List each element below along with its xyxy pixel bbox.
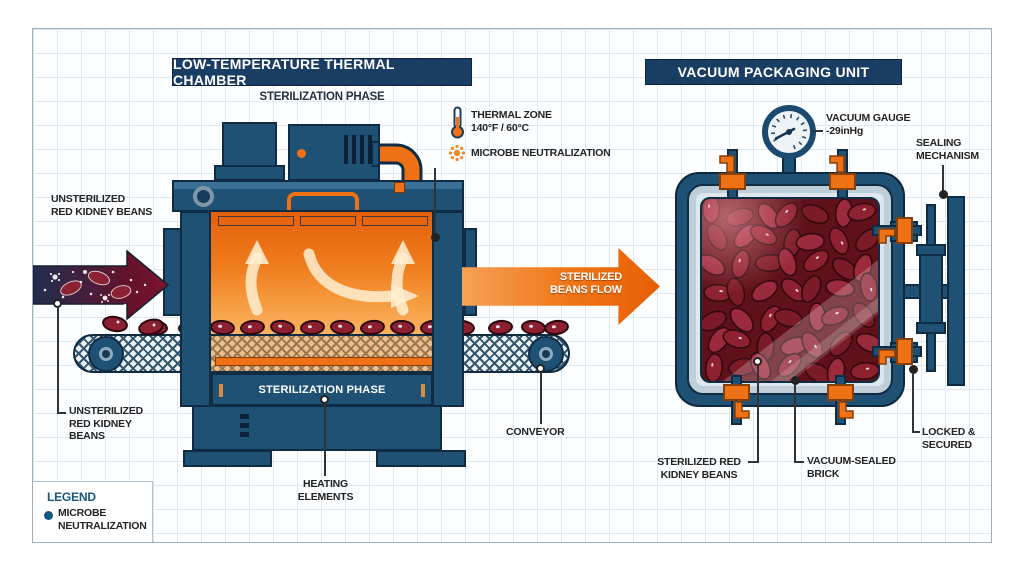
vent-slit <box>344 135 348 164</box>
thermal-chamber-title: LOW-TEMPERATURE THERMAL CHAMBER <box>172 56 472 88</box>
base-slit <box>240 423 249 428</box>
clamp-icon <box>827 375 854 425</box>
heating-element-bar <box>215 357 434 366</box>
seal-column <box>919 254 943 324</box>
sterilized-beans-flow-label: STERILIZED BEANS FLOW <box>550 271 622 297</box>
leader-line <box>812 130 823 132</box>
legend-bullet-icon <box>44 511 53 520</box>
thermal-zone-value: 140°F / 60°C <box>471 122 529 134</box>
leader-line <box>794 461 804 463</box>
leader-line <box>912 431 920 433</box>
seal-press-bar <box>947 196 965 386</box>
legend: LEGEND MICROBE NEUTRALIZATION <box>33 481 153 542</box>
microbe-neutralization-note: MICROBE NEUTRALIZATION <box>471 147 611 159</box>
callout-dot <box>939 190 948 199</box>
heating-elements-label: HEATING ELEMENTS <box>297 478 354 503</box>
conveyor-pulley-left <box>88 336 124 372</box>
callout-dot <box>909 365 918 374</box>
unsterilized-beans-label-top: UNSTERILIZED RED KIDNEY BEANS <box>51 193 153 218</box>
handle <box>287 192 359 210</box>
chamber-vent <box>300 216 356 226</box>
leader-line <box>324 403 326 476</box>
machine-top-bar <box>172 180 464 212</box>
legend-title: LEGEND <box>47 490 96 504</box>
leader-line <box>434 168 436 234</box>
leader-line <box>942 165 944 191</box>
base-slit <box>240 414 249 419</box>
indicator-dot <box>297 149 306 158</box>
locked-secured-label: LOCKED & SECURED <box>922 426 976 451</box>
sterilization-phase-panel-label: STERILIZATION PHASE <box>258 383 386 396</box>
clamp-icon <box>719 149 746 199</box>
orange-plate <box>394 182 405 193</box>
bolt-ring <box>193 186 214 207</box>
vent-slit <box>360 135 364 164</box>
clamp-icon <box>723 375 750 425</box>
unsterilized-beans-callout: UNSTERILIZED RED KIDNEY BEANS <box>69 405 144 443</box>
clamp-icon <box>872 217 922 244</box>
machine-right-wall <box>432 211 464 407</box>
base-slit <box>240 432 249 437</box>
leader-line <box>757 366 759 463</box>
clamp-icon <box>872 338 922 365</box>
chamber-vent <box>218 216 294 226</box>
thermal-zone-title: THERMAL ZONE <box>471 109 552 121</box>
exhaust-pipe-icon <box>372 141 423 190</box>
machine-left-wall <box>180 211 211 407</box>
legend-item-label: MICROBE NEUTRALIZATION <box>58 507 147 532</box>
chamber-vent <box>362 216 428 226</box>
machine-base <box>192 405 442 451</box>
vacuum-gauge-label: VACUUM GAUGE -29inHg <box>826 112 911 137</box>
vacuum-sealed-brick-label: VACUUM-SEALED BRICK <box>807 455 896 480</box>
heat-flow-arrows-icon <box>245 240 419 316</box>
top-unit-small <box>222 122 277 168</box>
callout-dot <box>753 357 762 366</box>
conveyor-label: CONVEYOR <box>506 426 565 438</box>
machine-foot-right <box>376 450 466 467</box>
unsterilized-beans-arrow <box>33 250 170 336</box>
callout-dot <box>431 233 440 242</box>
clamp-icon <box>829 149 856 199</box>
gauge-icon <box>762 105 816 159</box>
vacuum-window <box>700 197 880 383</box>
leader-line <box>748 461 757 463</box>
vent-slit <box>368 135 372 164</box>
leader-line <box>540 372 542 424</box>
conveyor-pulley-right <box>528 336 564 372</box>
vent-slit <box>352 135 356 164</box>
sterilized-beans-label: STERILIZED RED KIDNEY BEANS <box>657 456 741 481</box>
machine-foot-left <box>183 450 272 467</box>
thermometer-icon <box>451 106 464 139</box>
microbe-icon <box>448 144 466 162</box>
leader-line <box>912 374 914 433</box>
top-unit-flange <box>214 165 285 181</box>
panel-tick <box>219 384 223 397</box>
panel-tick <box>421 384 425 397</box>
glass-haze <box>702 199 878 381</box>
leader-line <box>794 384 796 463</box>
vacuum-unit-title: VACUUM PACKAGING UNIT <box>645 59 902 85</box>
thermal-chamber-subtitle: STERILIZATION PHASE <box>259 91 385 103</box>
leader-line <box>57 412 66 414</box>
sealing-mechanism-label: SEALING MECHANISM <box>916 137 979 162</box>
leader-line <box>57 307 59 414</box>
